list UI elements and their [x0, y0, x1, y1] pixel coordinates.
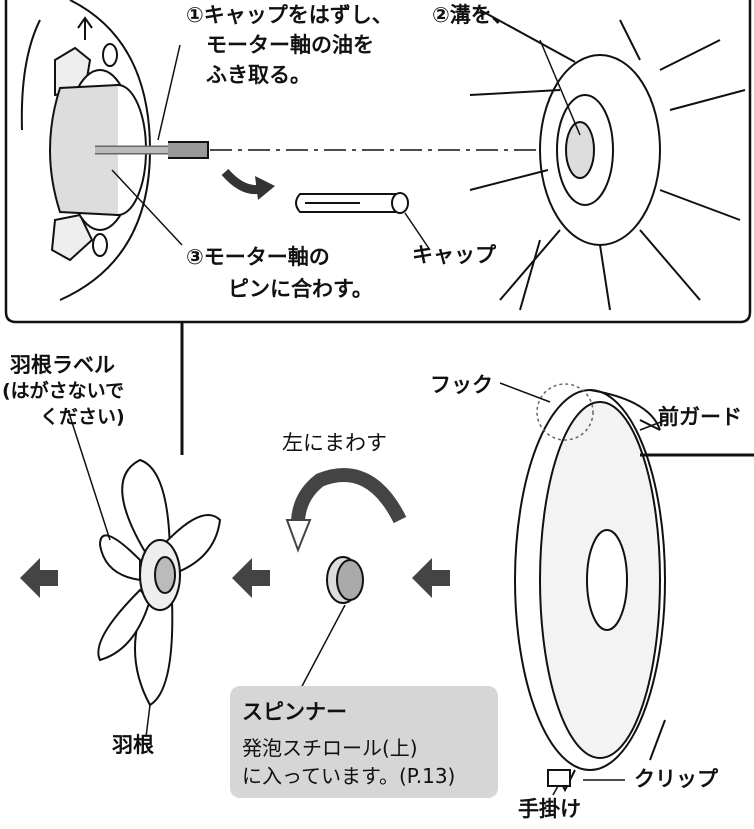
- step2-text: ②溝を、: [432, 3, 513, 27]
- rotate-arrow: [285, 468, 407, 553]
- spinner-note-box: スピンナー 発泡スチロール(上) に入っています。(P.13): [230, 686, 498, 798]
- hook-highlight: [536, 383, 594, 441]
- spinner-note-title: スピンナー: [242, 700, 347, 724]
- clip-label: クリップ: [634, 767, 718, 791]
- direction-arrows: [20, 558, 450, 598]
- spinner-note-line2: に入っています。(P.13): [242, 764, 456, 788]
- step3-line2: ピンに合わす。: [228, 277, 373, 301]
- spinner-drawing: [326, 556, 364, 604]
- front-guard-drawing: [514, 389, 754, 793]
- callout-leaders: [111, 39, 581, 251]
- step1-line2: モーター軸の油を: [206, 33, 374, 57]
- cap-drawing: [295, 192, 409, 214]
- blade-label-line1: 羽根ラベル: [10, 353, 115, 377]
- rotate-label: 左にまわす: [282, 431, 387, 455]
- lower-leaders: [67, 382, 667, 796]
- handle-label: 手掛け: [518, 797, 581, 821]
- step3-line1: ③モーター軸の: [186, 245, 330, 269]
- blade-label-line2: (はがさないで: [2, 380, 125, 402]
- hook-label: フック: [430, 373, 493, 397]
- fan-blade-drawing: [97, 458, 222, 707]
- cap-label: キャップ: [412, 243, 496, 267]
- step1-line3: ふき取る。: [206, 63, 311, 87]
- callout-box: [4, 0, 752, 324]
- front-guard-label: 前ガード: [658, 405, 742, 429]
- blade-label-line3: ください): [40, 406, 125, 428]
- blade-name-label: 羽根: [112, 733, 154, 757]
- step1-line1: ①キャップをはずし、: [186, 3, 393, 27]
- spinner-note-line1: 発泡スチロール(上): [242, 736, 418, 760]
- blade-hub-drawing: [469, 9, 746, 311]
- motor-face: [20, 0, 209, 301]
